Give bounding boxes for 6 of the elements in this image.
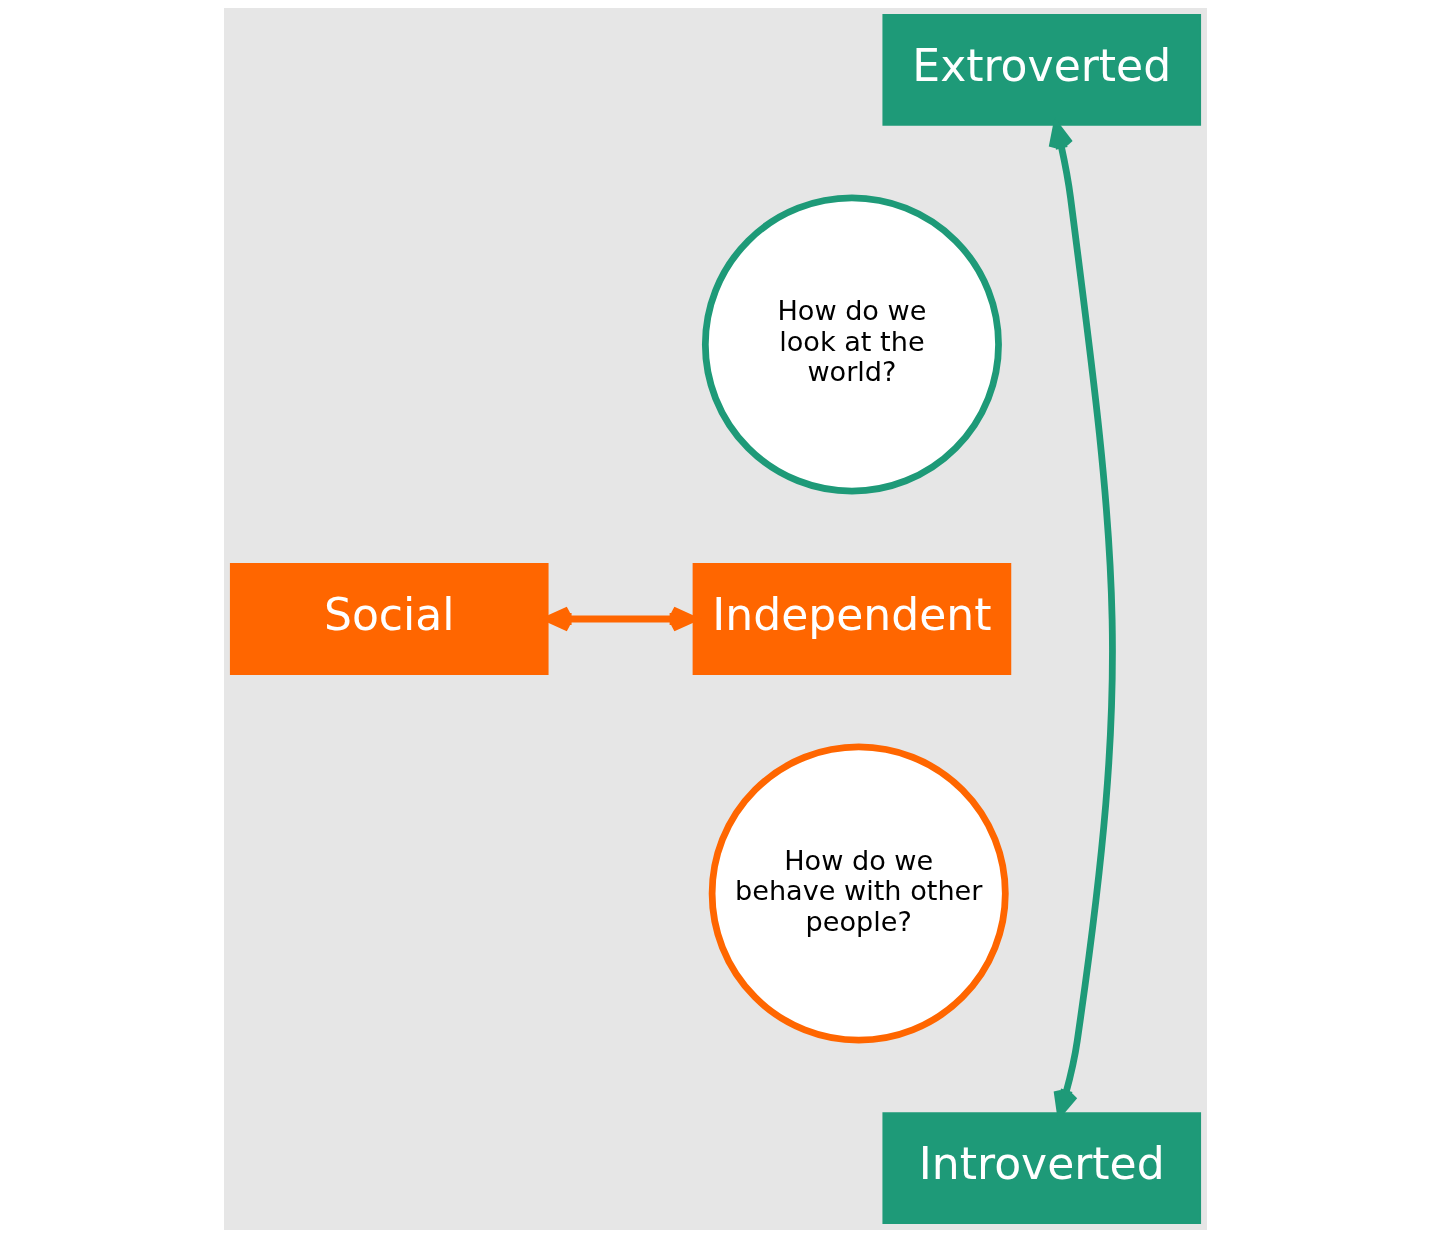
node-box: Extroverted — [882, 13, 1202, 126]
node-circle: How do we behave with other people? — [708, 743, 1009, 1044]
node-box: Social — [229, 563, 549, 675]
node-circle: How do we look at the world? — [701, 194, 1002, 495]
node-box: Independent — [692, 563, 1012, 675]
node-box: Introverted — [882, 1112, 1202, 1225]
